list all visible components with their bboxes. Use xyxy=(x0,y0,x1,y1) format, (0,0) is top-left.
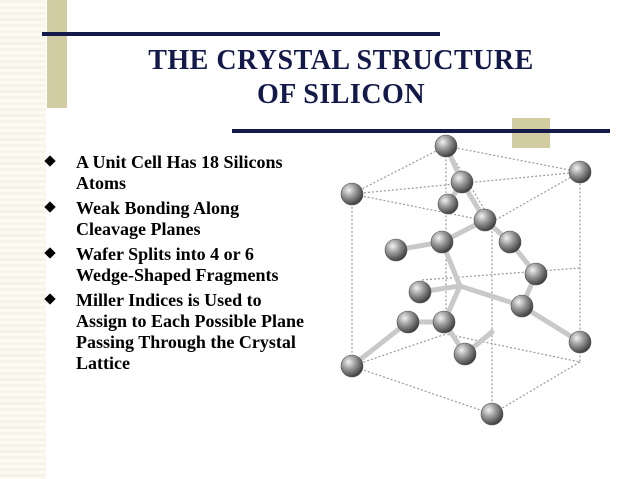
diamond-bullet-icon xyxy=(44,293,56,305)
bullet-item: Miller Indices is Used to Assign to Each… xyxy=(40,290,310,374)
bullet-item: Weak Bonding Along Cleavage Planes xyxy=(40,198,310,240)
bullet-item: Wafer Splits into 4 or 6 Wedge-Shaped Fr… xyxy=(40,244,310,286)
silicon-atom xyxy=(450,170,474,194)
slide-title-line-1: THE CRYSTAL STRUCTURE xyxy=(148,45,534,76)
silicon-atom xyxy=(524,262,548,286)
bullet-text: A Unit Cell Has 18 Silicons Atoms xyxy=(76,152,283,193)
decorative-stripes xyxy=(0,0,46,479)
diamond-bullet-icon xyxy=(44,201,56,213)
silicon-atom xyxy=(510,294,534,318)
silicon-atom xyxy=(568,330,592,354)
bullet-text: Wafer Splits into 4 or 6 Wedge-Shaped Fr… xyxy=(76,244,279,285)
silicon-atom xyxy=(453,342,477,366)
silicon-atom xyxy=(430,230,454,254)
diamond-bullet-icon xyxy=(44,155,56,167)
silicon-atom xyxy=(340,182,364,206)
silicon-atom xyxy=(473,208,497,232)
silicon-atom xyxy=(434,134,458,158)
silicon-atom xyxy=(340,354,364,378)
title-rule-top xyxy=(42,32,440,36)
bullet-item: A Unit Cell Has 18 Silicons Atoms xyxy=(40,152,310,194)
silicon-atoms xyxy=(340,134,592,426)
silicon-atom xyxy=(396,310,420,334)
silicon-atom xyxy=(408,280,432,304)
silicon-atom xyxy=(480,402,504,426)
title-rule-bottom xyxy=(232,129,610,133)
silicon-atom xyxy=(498,230,522,254)
bullet-text: Miller Indices is Used to Assign to Each… xyxy=(76,290,305,373)
diamond-bullet-icon xyxy=(44,247,56,259)
silicon-atom xyxy=(437,193,459,215)
bullet-text: Weak Bonding Along Cleavage Planes xyxy=(76,198,240,239)
decorative-tan-block xyxy=(47,0,67,108)
slide-title: THE CRYSTAL STRUCTURE OF SILICON xyxy=(76,44,606,112)
silicon-atom xyxy=(432,310,456,334)
bullet-list: A Unit Cell Has 18 Silicons Atoms Weak B… xyxy=(40,152,310,378)
decorative-tan-block-right xyxy=(512,118,550,148)
silicon-crystal-illustration xyxy=(340,134,592,426)
slide-title-line-2: OF SILICON xyxy=(256,79,426,110)
silicon-atom xyxy=(384,238,408,262)
silicon-atom xyxy=(568,160,592,184)
